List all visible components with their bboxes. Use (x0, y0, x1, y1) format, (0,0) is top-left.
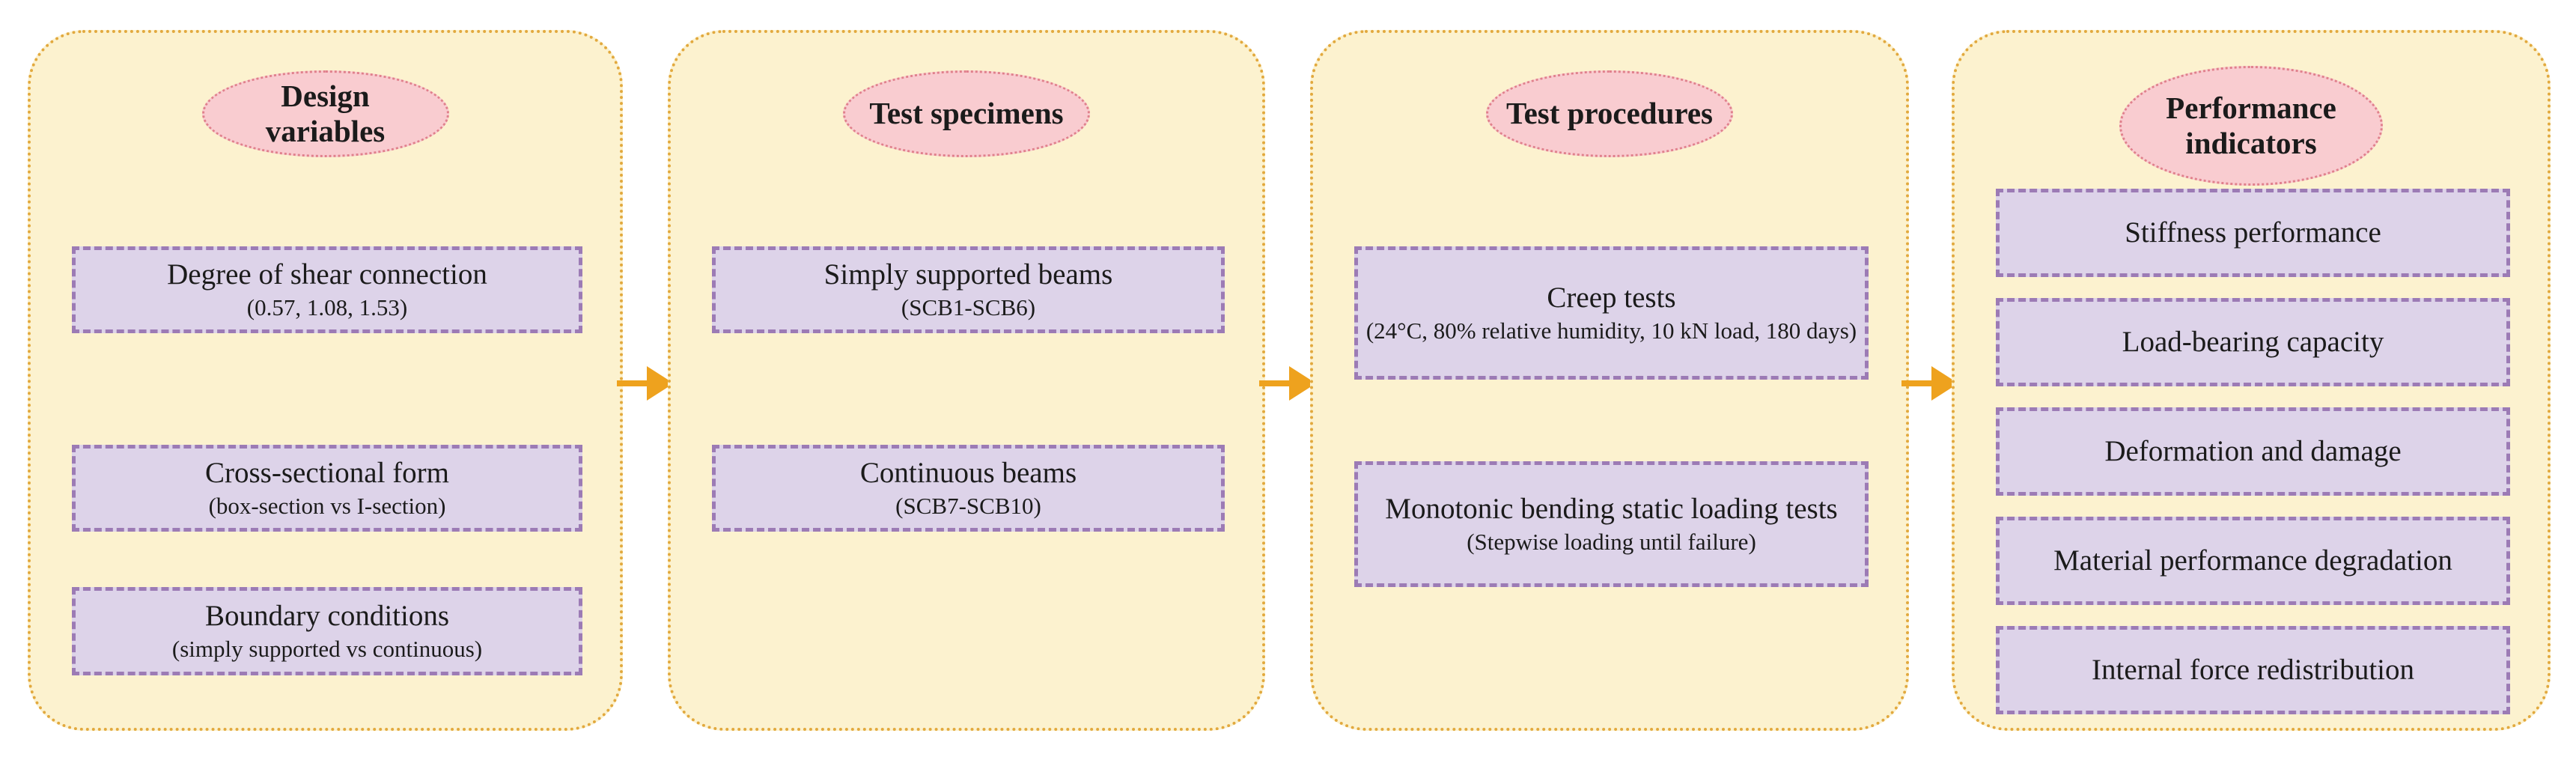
box-title: Simply supported beams (823, 258, 1113, 291)
box-degree-of-shear-connection: Degree of shear connection (0.57, 1.08, … (72, 246, 582, 333)
box-subtitle: (24°C, 80% relative humidity, 10 kN load… (1365, 317, 1857, 344)
box-material-performance-degradation: Material performance degradation (1996, 517, 2510, 605)
panel-header-ellipse: Performance indicators (2119, 66, 2383, 186)
box-subtitle: (box-section vs I-section) (208, 492, 446, 519)
box-stiffness-performance: Stiffness performance (1996, 189, 2510, 277)
box-internal-force-redistribution: Internal force redistribution (1996, 626, 2510, 714)
box-title: Material performance degradation (2053, 544, 2452, 577)
box-subtitle: (simply supported vs continuous) (171, 635, 483, 662)
box-title: Cross-sectional form (204, 456, 449, 489)
box-title: Stiffness performance (2125, 216, 2381, 249)
panel-test-specimens: Test specimens Simply supported beams (S… (668, 30, 1265, 731)
box-load-bearing-capacity: Load-bearing capacity (1996, 298, 2510, 386)
box-simply-supported-beams: Simply supported beams (SCB1-SCB6) (712, 246, 1225, 333)
box-title: Load-bearing capacity (2122, 325, 2384, 358)
panel-header-label: Test procedures (1505, 96, 1713, 131)
panel-header-ellipse: Test specimens (843, 70, 1090, 157)
box-subtitle: (SCB1-SCB6) (901, 294, 1036, 320)
box-subtitle: (0.57, 1.08, 1.53) (246, 294, 408, 320)
panel-header-label: Test specimens (869, 96, 1064, 131)
box-title: Creep tests (1547, 281, 1676, 314)
panel-test-procedures: Test procedures Creep tests (24°C, 80% r… (1310, 30, 1909, 731)
box-subtitle: (SCB7-SCB10) (895, 492, 1041, 519)
box-continuous-beams: Continuous beams (SCB7-SCB10) (712, 445, 1225, 532)
box-creep-tests: Creep tests (24°C, 80% relative humidity… (1354, 246, 1869, 380)
box-title: Degree of shear connection (167, 258, 487, 291)
box-title: Internal force redistribution (2092, 653, 2414, 686)
flow-arrow-icon (1901, 366, 1958, 401)
panel-header-label: Performance indicators (2166, 90, 2336, 160)
box-monotonic-bending-tests: Monotonic bending static loading tests (… (1354, 461, 1869, 587)
box-title: Boundary conditions (204, 599, 450, 632)
box-subtitle: (Stepwise loading until failure) (1467, 528, 1756, 555)
box-deformation-and-damage: Deformation and damage (1996, 407, 2510, 496)
panel-performance-indicators: Performance indicators Stiffness perform… (1952, 30, 2551, 731)
box-title: Monotonic bending static loading tests (1385, 492, 1838, 525)
box-title: Deformation and damage (2104, 434, 2402, 467)
box-cross-sectional-form: Cross-sectional form (box-section vs I-s… (72, 445, 582, 532)
panel-header-ellipse: Design variables (201, 70, 449, 157)
box-boundary-conditions: Boundary conditions (simply supported vs… (72, 587, 582, 675)
box-title: Continuous beams (859, 456, 1077, 489)
panel-header-label: Design variables (265, 78, 386, 148)
panel-header-ellipse: Test procedures (1486, 70, 1733, 157)
panel-design-variables: Design variables Degree of shear connect… (28, 30, 623, 731)
flow-arrow-icon (617, 366, 674, 401)
flow-arrow-icon (1259, 366, 1316, 401)
